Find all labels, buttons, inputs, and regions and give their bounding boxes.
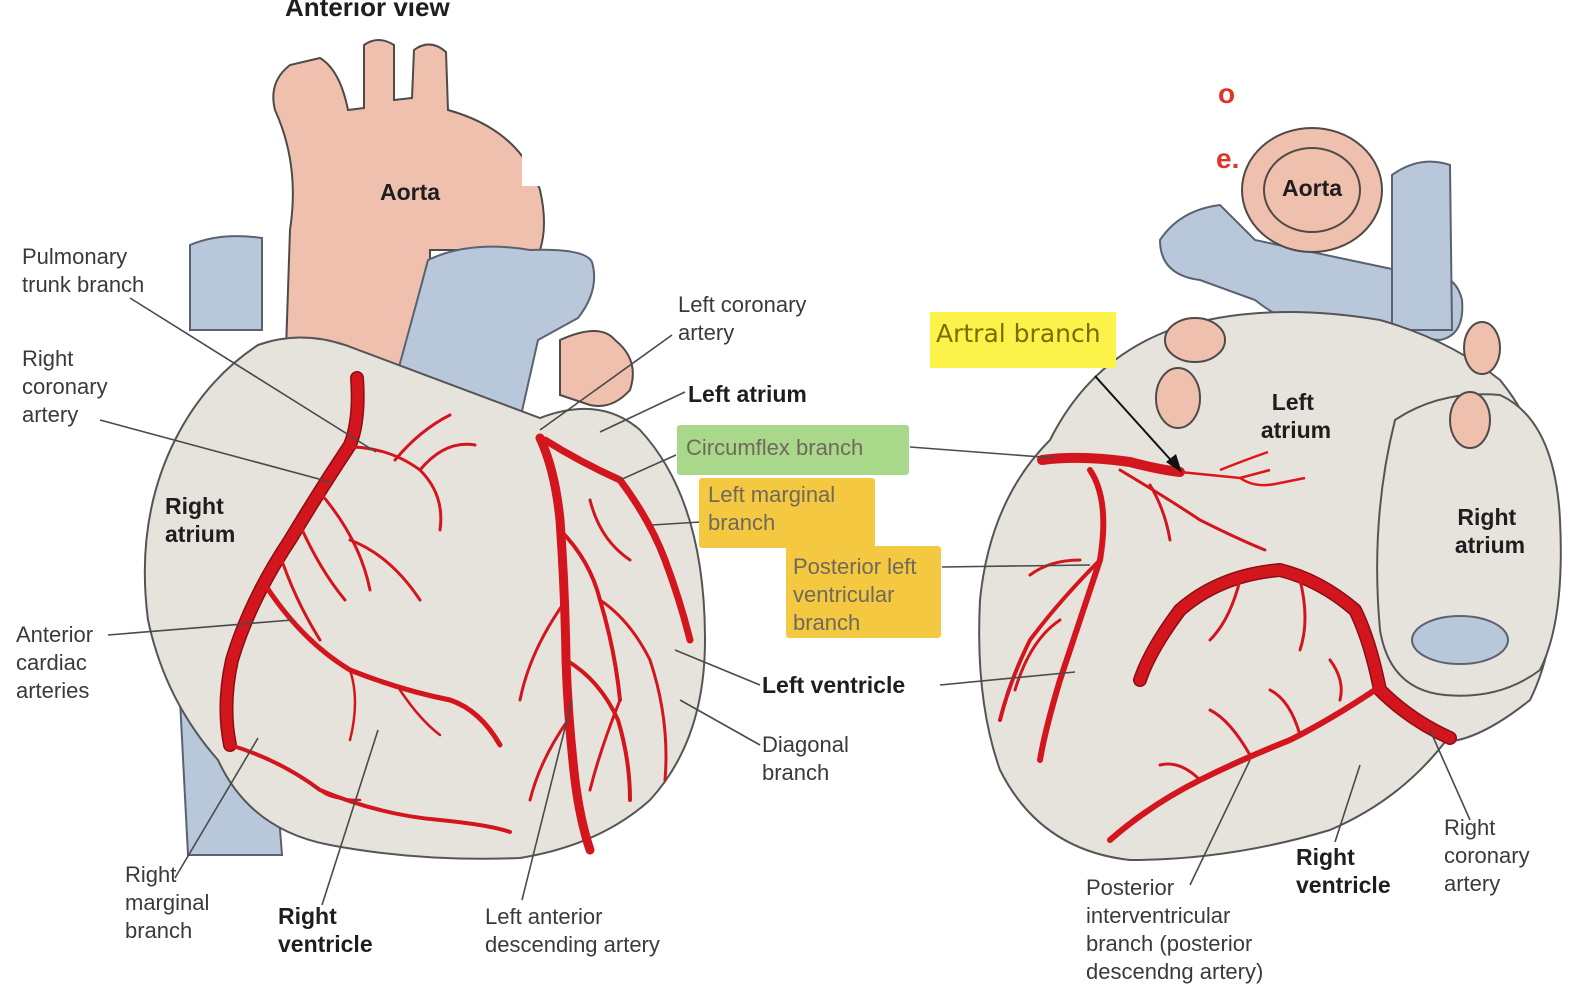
label-left-atrium-anterior: Left atrium xyxy=(688,381,807,407)
label-right-marginal-branch: Right marginal branch xyxy=(125,862,216,943)
label-left-ventricle: Left ventricle xyxy=(762,672,905,698)
anterior-view-title: Anterior view xyxy=(285,0,450,22)
pulmonary-vein-stub-1 xyxy=(1156,368,1200,428)
label-right-ventricle-posterior: Right ventricle xyxy=(1296,844,1391,898)
label-left-anterior-descending: Left anterior descending artery xyxy=(485,904,660,957)
left-atrial-appendage xyxy=(560,331,633,406)
posterior-view: o e. Aorta xyxy=(910,78,1561,984)
pulmonary-vein-stub-3 xyxy=(1464,322,1500,374)
anterior-aorta-label: Aorta xyxy=(380,179,440,205)
label-circumflex-branch: Circumflex branch xyxy=(686,435,863,460)
posterior-title-fragment-2: e. xyxy=(1216,143,1239,174)
label-pulmonary-trunk-branch: Pulmonary trunk branch xyxy=(22,244,144,297)
posterior-aorta-label: Aorta xyxy=(1282,175,1342,201)
label-right-coronary-artery-posterior: Right coronary artery xyxy=(1444,815,1536,896)
label-left-coronary-artery: Left coronary artery xyxy=(678,292,813,345)
pulmonary-vein-stub-4 xyxy=(1450,392,1490,448)
superior-vena-cava xyxy=(190,236,262,330)
label-right-ventricle-anterior: Right ventricle xyxy=(278,903,373,957)
posterior-superior-vena-cava xyxy=(1392,162,1452,330)
label-right-coronary-artery: Right coronary artery xyxy=(22,346,114,427)
label-posterior-interventricular-branch: Posterior interventricular branch (poste… xyxy=(1086,875,1263,984)
posterior-title-fragment-1: o xyxy=(1218,78,1235,109)
posterior-ivc-opening xyxy=(1412,616,1508,664)
label-anterior-cardiac-arteries: Anterior cardiac arteries xyxy=(16,622,99,703)
label-diagonal-branch: Diagonal branch xyxy=(762,732,855,785)
anterior-heart-body xyxy=(145,338,705,859)
label-atrial-branch-note: Artral branch xyxy=(936,319,1101,348)
pulmonary-vein-stub-2 xyxy=(1165,318,1225,362)
title-mask xyxy=(522,0,1216,186)
